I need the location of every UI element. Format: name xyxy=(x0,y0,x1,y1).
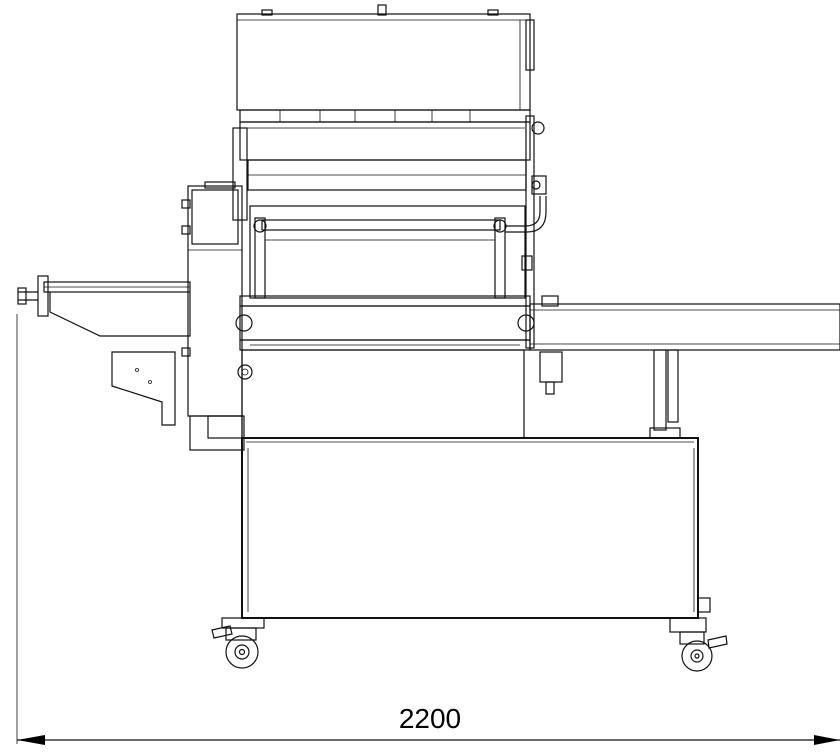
top-cover-box xyxy=(236,4,535,111)
overall-length-dimension: 2200 xyxy=(16,314,840,745)
dimension-arrow-right xyxy=(814,735,840,745)
left-caster-wheel xyxy=(211,617,265,669)
middle-roller-assembly xyxy=(235,196,547,351)
right-caster-wheel xyxy=(669,617,728,672)
right-infeed-conveyor xyxy=(529,295,840,439)
lower-body xyxy=(241,349,711,619)
dimension-value: 2200 xyxy=(399,703,461,734)
upper-roller-frame xyxy=(232,109,547,349)
side-drive-housing xyxy=(181,181,253,451)
left-outfeed-table xyxy=(17,275,191,426)
dimension-arrow-left xyxy=(17,735,45,745)
